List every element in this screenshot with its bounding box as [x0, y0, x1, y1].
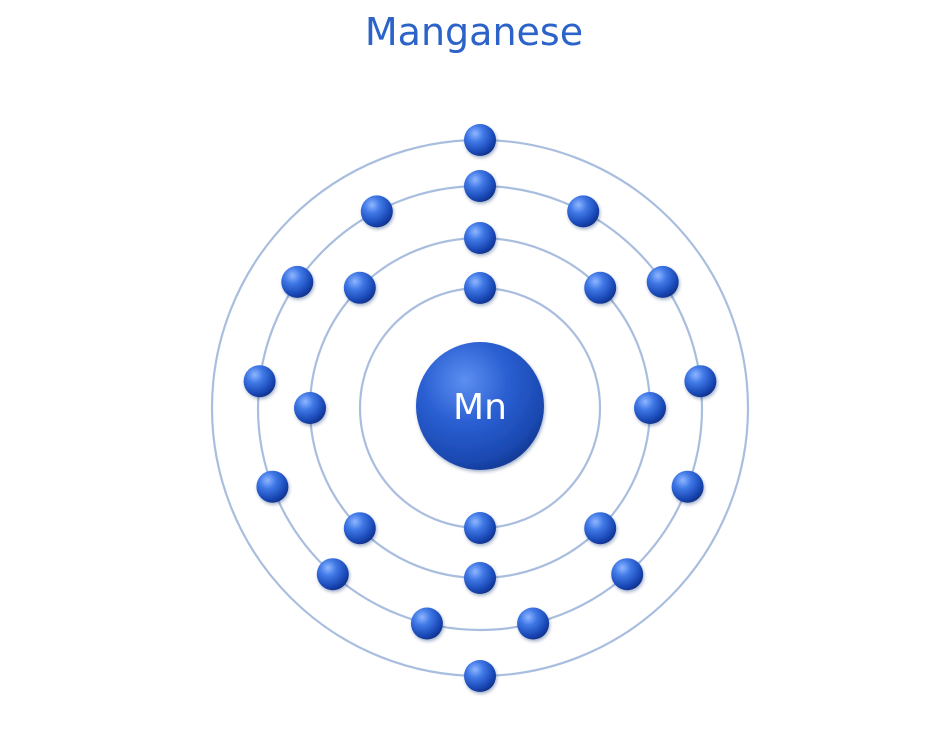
- electron-shell-3: [256, 470, 289, 503]
- electron-shell-3: [464, 170, 496, 202]
- electron-shell-3: [611, 558, 644, 591]
- electron-shell-4: [464, 124, 496, 156]
- electron-shell-2: [634, 392, 666, 424]
- electron-shell-1: [464, 272, 496, 304]
- electron-shell-1: [464, 512, 496, 544]
- electron-shell-3: [646, 265, 679, 298]
- electron-shell-3: [360, 195, 393, 228]
- electrons: [243, 124, 717, 692]
- electron-shell-2: [343, 512, 376, 545]
- nucleus: Mn: [416, 342, 544, 470]
- electron-shell-2: [584, 512, 617, 545]
- electron-shell-3: [410, 607, 443, 640]
- electron-shell-2: [294, 392, 326, 424]
- electron-shell-3: [684, 365, 717, 398]
- electron-shell-3: [243, 365, 276, 398]
- electron-shell-3: [671, 470, 704, 503]
- electron-shell-3: [316, 558, 349, 591]
- diagram-title: Manganese: [364, 10, 584, 54]
- electron-shell-2: [464, 562, 496, 594]
- electron-shell-2: [584, 271, 617, 304]
- element-symbol: Mn: [453, 387, 507, 428]
- electron-shell-2: [343, 271, 376, 304]
- nucleus-sphere: [416, 342, 544, 470]
- electron-shell-2: [464, 222, 496, 254]
- electron-shell-3: [517, 607, 550, 640]
- electron-shell-4: [464, 660, 496, 692]
- electron-shell-3: [281, 265, 314, 298]
- electron-shell-3: [567, 195, 600, 228]
